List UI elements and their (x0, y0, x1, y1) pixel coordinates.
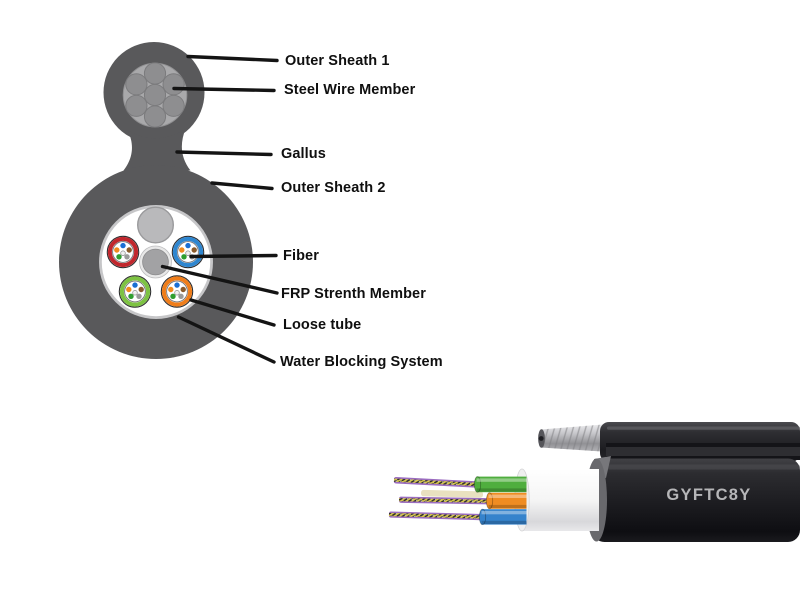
frp-strength-member-shape (142, 248, 169, 276)
leader-loose-tube (189, 298, 276, 327)
steel-wire-member-shape (125, 62, 185, 128)
jacket-body-highlight (602, 464, 800, 470)
leader-outer-sheath-1 (186, 54, 279, 63)
leader-steel-wire-member (172, 86, 276, 93)
messenger-wire (538, 424, 609, 452)
loose-tube-blue (171, 235, 205, 269)
leader-fiber (189, 253, 278, 259)
leader-lines (160, 54, 279, 364)
label-frp-strength-member: FRP Strenth Member (281, 286, 426, 302)
label-steel-wire-member: Steel Wire Member (284, 82, 416, 98)
jacket-web (606, 443, 800, 460)
fiber-bundle-bottom (388, 511, 484, 521)
loose-tube-red (106, 235, 140, 269)
label-water-blocking-system: Water Blocking System (280, 354, 443, 370)
jacket-main-body (592, 458, 800, 542)
fiber-bundle-top (393, 477, 480, 488)
gallus-neck-shape (123, 129, 191, 171)
label-loose-tube: Loose tube (283, 317, 362, 333)
jacket-highlight (607, 426, 800, 430)
fiber-bundle-middle (398, 496, 492, 505)
label-outer-sheath-2: Outer Sheath 2 (281, 180, 386, 196)
cross-section-diagram (59, 42, 279, 364)
buffer-tube-orange (485, 492, 527, 510)
inner-tube (514, 468, 599, 532)
leader-gallus (175, 150, 273, 157)
buffer-tube-green (473, 476, 527, 493)
leader-water-blocking-system (176, 315, 276, 364)
leader-frp-strength-member (160, 264, 279, 295)
loose-tube-green (118, 275, 152, 308)
leader-outer-sheath-2 (210, 181, 274, 191)
label-outer-sheath-1: Outer Sheath 1 (285, 53, 390, 69)
filler-rod (136, 206, 174, 244)
cable-photo (388, 422, 800, 542)
loose-tube-orange (160, 275, 194, 308)
cable-marking: GYFTC8Y (666, 486, 752, 504)
buffer-tube-blue (478, 508, 527, 526)
filler-strand (420, 489, 483, 498)
label-fiber: Fiber (283, 248, 319, 264)
label-gallus: Gallus (281, 146, 326, 162)
